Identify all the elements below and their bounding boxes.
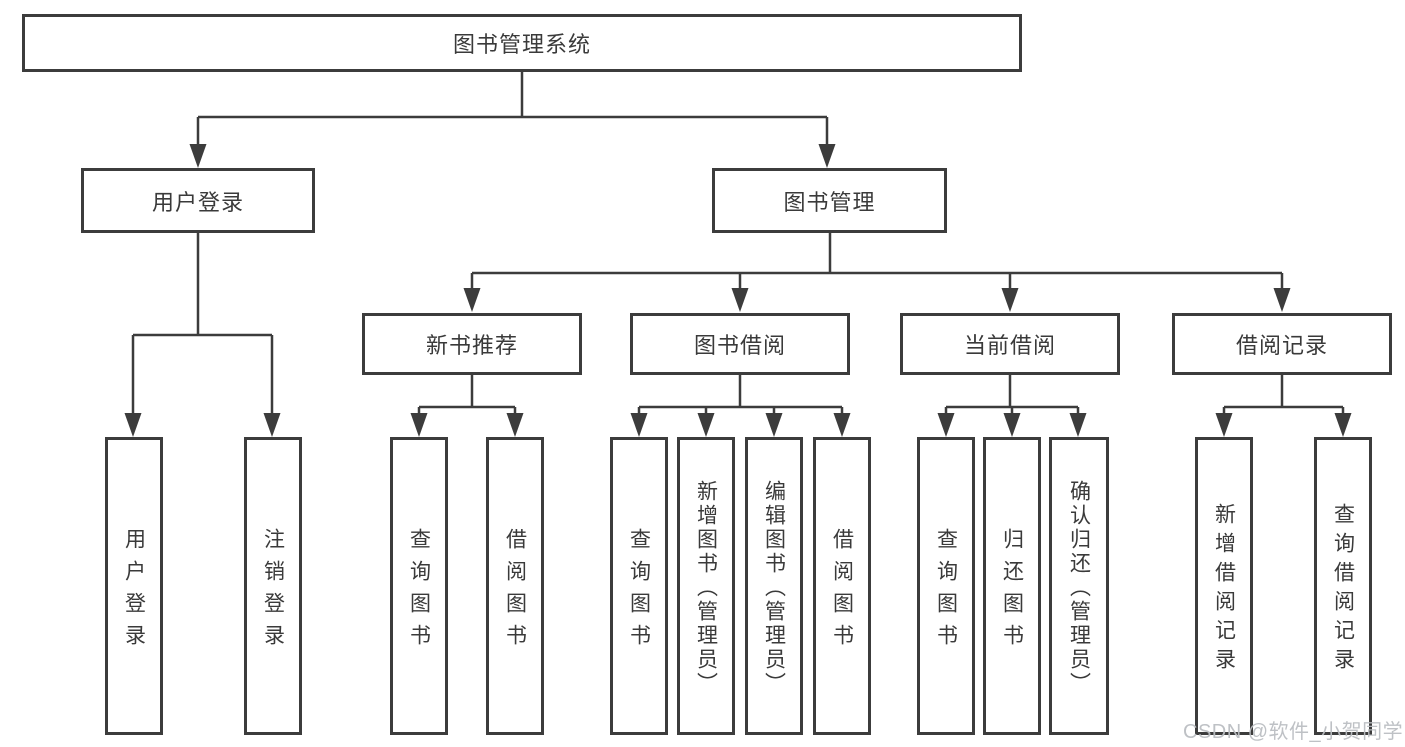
node-user-login-label: 用户登录: [151, 189, 244, 215]
leaf-br-query-record: 查询借阅记录: [1314, 437, 1372, 735]
node-book-borrowing-label: 图书借阅: [693, 333, 786, 358]
leaf-bb-query-books-label: 查询图书: [627, 527, 651, 656]
node-new-books: 新书推荐: [362, 313, 582, 375]
leaf-logout-label: 注销登录: [261, 527, 285, 656]
leaf-bb-edit-books-admin: 编辑图书（管理员）: [745, 437, 803, 735]
node-user-login: 用户登录: [81, 168, 315, 233]
node-book-management: 图书管理: [712, 168, 947, 233]
leaf-cb-return-books: 归还图书: [983, 437, 1041, 735]
leaf-bb-add-books-admin: 新增图书（管理员）: [677, 437, 735, 735]
leaf-bb-borrow-books: 借阅图书: [813, 437, 871, 735]
leaf-user-login-label: 用户登录: [122, 527, 146, 656]
leaf-cb-query-books: 查询图书: [917, 437, 975, 735]
leaf-cb-query-books-label: 查询图书: [934, 527, 958, 656]
leaf-cb-confirm-return-admin: 确认归还（管理员）: [1049, 437, 1109, 735]
leaf-bb-query-books: 查询图书: [610, 437, 668, 735]
node-current-borrowing: 当前借阅: [900, 313, 1120, 375]
leaf-br-add-record: 新增借阅记录: [1195, 437, 1253, 735]
node-book-management-label: 图书管理: [783, 189, 876, 215]
leaf-user-login: 用户登录: [105, 437, 163, 735]
node-new-books-label: 新书推荐: [425, 333, 518, 358]
leaf-nb-query-books: 查询图书: [390, 437, 448, 735]
leaf-logout: 注销登录: [244, 437, 302, 735]
leaf-br-add-record-label: 新增借阅记录: [1212, 503, 1236, 677]
node-borrowing-records: 借阅记录: [1172, 313, 1392, 375]
leaf-nb-borrow-books-label: 借阅图书: [503, 527, 527, 656]
watermark-text: CSDN @软件_小贺同学: [1183, 721, 1404, 743]
leaf-cb-return-books-label: 归还图书: [1000, 527, 1024, 656]
node-book-borrowing: 图书借阅: [630, 313, 850, 375]
leaf-bb-edit-books-admin-label: 编辑图书（管理员）: [762, 479, 786, 696]
leaf-nb-query-books-label: 查询图书: [407, 527, 431, 656]
leaf-cb-confirm-return-admin-label: 确认归还（管理员）: [1067, 479, 1091, 696]
node-root: 图书管理系统: [22, 14, 1022, 72]
leaf-nb-borrow-books: 借阅图书: [486, 437, 544, 735]
arrowheads: [124, 144, 1352, 437]
leaf-bb-add-books-admin-label: 新增图书（管理员）: [694, 479, 718, 696]
node-root-label: 图书管理系统: [452, 32, 591, 57]
node-current-borrowing-label: 当前借阅: [963, 333, 1056, 358]
node-borrowing-records-label: 借阅记录: [1235, 333, 1328, 358]
leaf-bb-borrow-books-label: 借阅图书: [830, 527, 854, 656]
leaf-br-query-record-label: 查询借阅记录: [1331, 503, 1355, 677]
